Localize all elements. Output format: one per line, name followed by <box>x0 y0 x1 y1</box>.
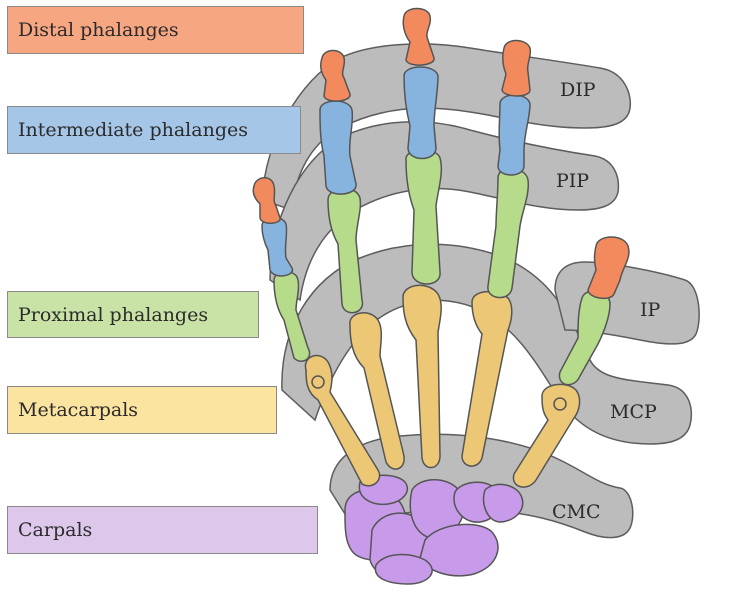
label-intermediate-text: Intermediate phalanges <box>18 119 248 141</box>
joint-label-pip: PIP <box>556 170 589 192</box>
intermediate-middle <box>403 66 439 160</box>
carpal-bone <box>374 553 433 585</box>
label-proximal-text: Proximal phalanges <box>18 303 209 326</box>
distal-middle <box>402 7 435 66</box>
carpal-bones <box>344 474 524 585</box>
joint-label-mcp: MCP <box>610 401 657 423</box>
label-carpals-text: Carpals <box>18 519 93 541</box>
distal-index <box>501 39 532 97</box>
label-proximal-phalanges: Proximal phalanges <box>7 291 259 338</box>
intermediate-ring <box>319 100 357 195</box>
distal-thumb <box>587 236 630 300</box>
intermediate-phalanges-bones <box>261 66 531 277</box>
carpal-bone <box>409 479 465 540</box>
joint-label-ip: IP <box>640 299 661 321</box>
label-carpals: Carpals <box>7 506 318 554</box>
carpal-bone <box>482 483 524 523</box>
proximal-little <box>273 271 311 362</box>
distal-ring <box>320 49 351 102</box>
distal-little <box>252 177 281 224</box>
metacarpal-middle <box>402 284 442 469</box>
joint-label-dip: DIP <box>560 79 596 101</box>
label-metacarpals-text: Metacarpals <box>18 399 139 421</box>
metacarpal-little <box>304 354 381 487</box>
intermediate-index <box>497 94 531 176</box>
carpal-bone <box>419 523 499 577</box>
distal-phalanges-bones <box>252 7 630 300</box>
proximal-phalanges-bones <box>273 149 611 386</box>
label-distal-phalanges: Distal phalanges <box>7 6 304 54</box>
sesamoid <box>311 375 325 389</box>
metacarpal-ring <box>349 312 405 470</box>
label-metacarpals: Metacarpals <box>7 386 277 434</box>
joint-label-cmc: CMC <box>552 501 601 523</box>
sesamoid <box>553 397 567 411</box>
label-distal-text: Distal phalanges <box>18 19 179 41</box>
label-intermediate-phalanges: Intermediate phalanges <box>7 106 301 154</box>
metacarpal-bones <box>304 284 581 488</box>
proximal-index <box>487 167 530 299</box>
